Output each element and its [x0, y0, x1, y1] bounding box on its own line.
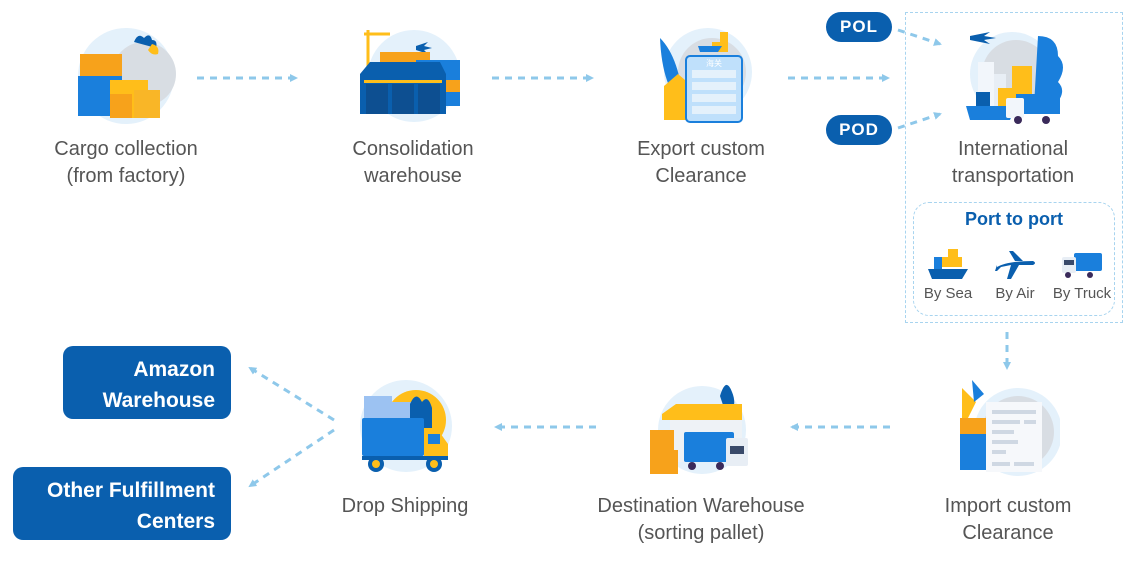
step-subtitle: Clearance	[655, 165, 747, 187]
svg-text:海关: 海关	[706, 58, 722, 68]
step-title: International	[957, 138, 1069, 160]
step-subtitle: warehouse	[364, 165, 462, 187]
step-subtitle: (sorting pallet)	[637, 522, 765, 544]
containers-globe-icon	[78, 28, 176, 124]
warehouse-truck-icon	[650, 384, 748, 474]
customs-document-icon: 海关	[660, 28, 752, 123]
port-to-port-panel: Port to port By Sea By Air By Truck	[913, 202, 1115, 316]
pol-badge: POL	[826, 12, 892, 42]
port-to-port-title: Port to port	[965, 209, 1063, 229]
step-subtitle: (from factory)	[66, 165, 186, 187]
arrow-dropship-to-amazon	[248, 366, 335, 422]
destination-amazon-warehouse: Amazon Warehouse	[63, 346, 231, 419]
step-title: Drop Shipping	[341, 495, 469, 517]
import-document-icon	[960, 380, 1060, 476]
mode-by-air: By Air	[982, 249, 1048, 302]
pod-badge: POD	[826, 115, 892, 145]
step-title: Export custom	[637, 138, 765, 160]
truck-icon	[1062, 253, 1102, 278]
step-title: Cargo collection	[54, 138, 198, 160]
delivery-truck-icon	[360, 380, 452, 472]
destination-line1: Amazon	[133, 358, 215, 381]
destination-line1: Other Fulfillment	[47, 479, 215, 502]
step-title: Consolidation	[352, 138, 474, 160]
step-subtitle: transportation	[951, 165, 1075, 187]
mode-label: By Air	[995, 285, 1035, 302]
destination-line2: Warehouse	[102, 389, 215, 412]
mode-label: By Truck	[1052, 285, 1112, 302]
ship-icon	[928, 249, 968, 279]
international-transportation-group	[905, 12, 1123, 323]
mode-label: By Sea	[923, 285, 973, 302]
arrow-dropship-to-fulfillment	[248, 428, 335, 488]
airplane-icon	[995, 251, 1035, 279]
mode-by-truck: By Truck	[1049, 249, 1115, 302]
warehouse-crane-icon	[360, 30, 460, 122]
step-title: Destination Warehouse	[597, 495, 805, 517]
mode-by-sea: By Sea	[915, 249, 981, 302]
step-title: Import custom	[944, 495, 1072, 517]
step-subtitle: Clearance	[962, 522, 1054, 544]
global-transport-icon	[966, 32, 1063, 124]
destination-line2: Centers	[136, 510, 215, 533]
destination-other-fulfillment-centers: Other Fulfillment Centers	[13, 467, 231, 540]
